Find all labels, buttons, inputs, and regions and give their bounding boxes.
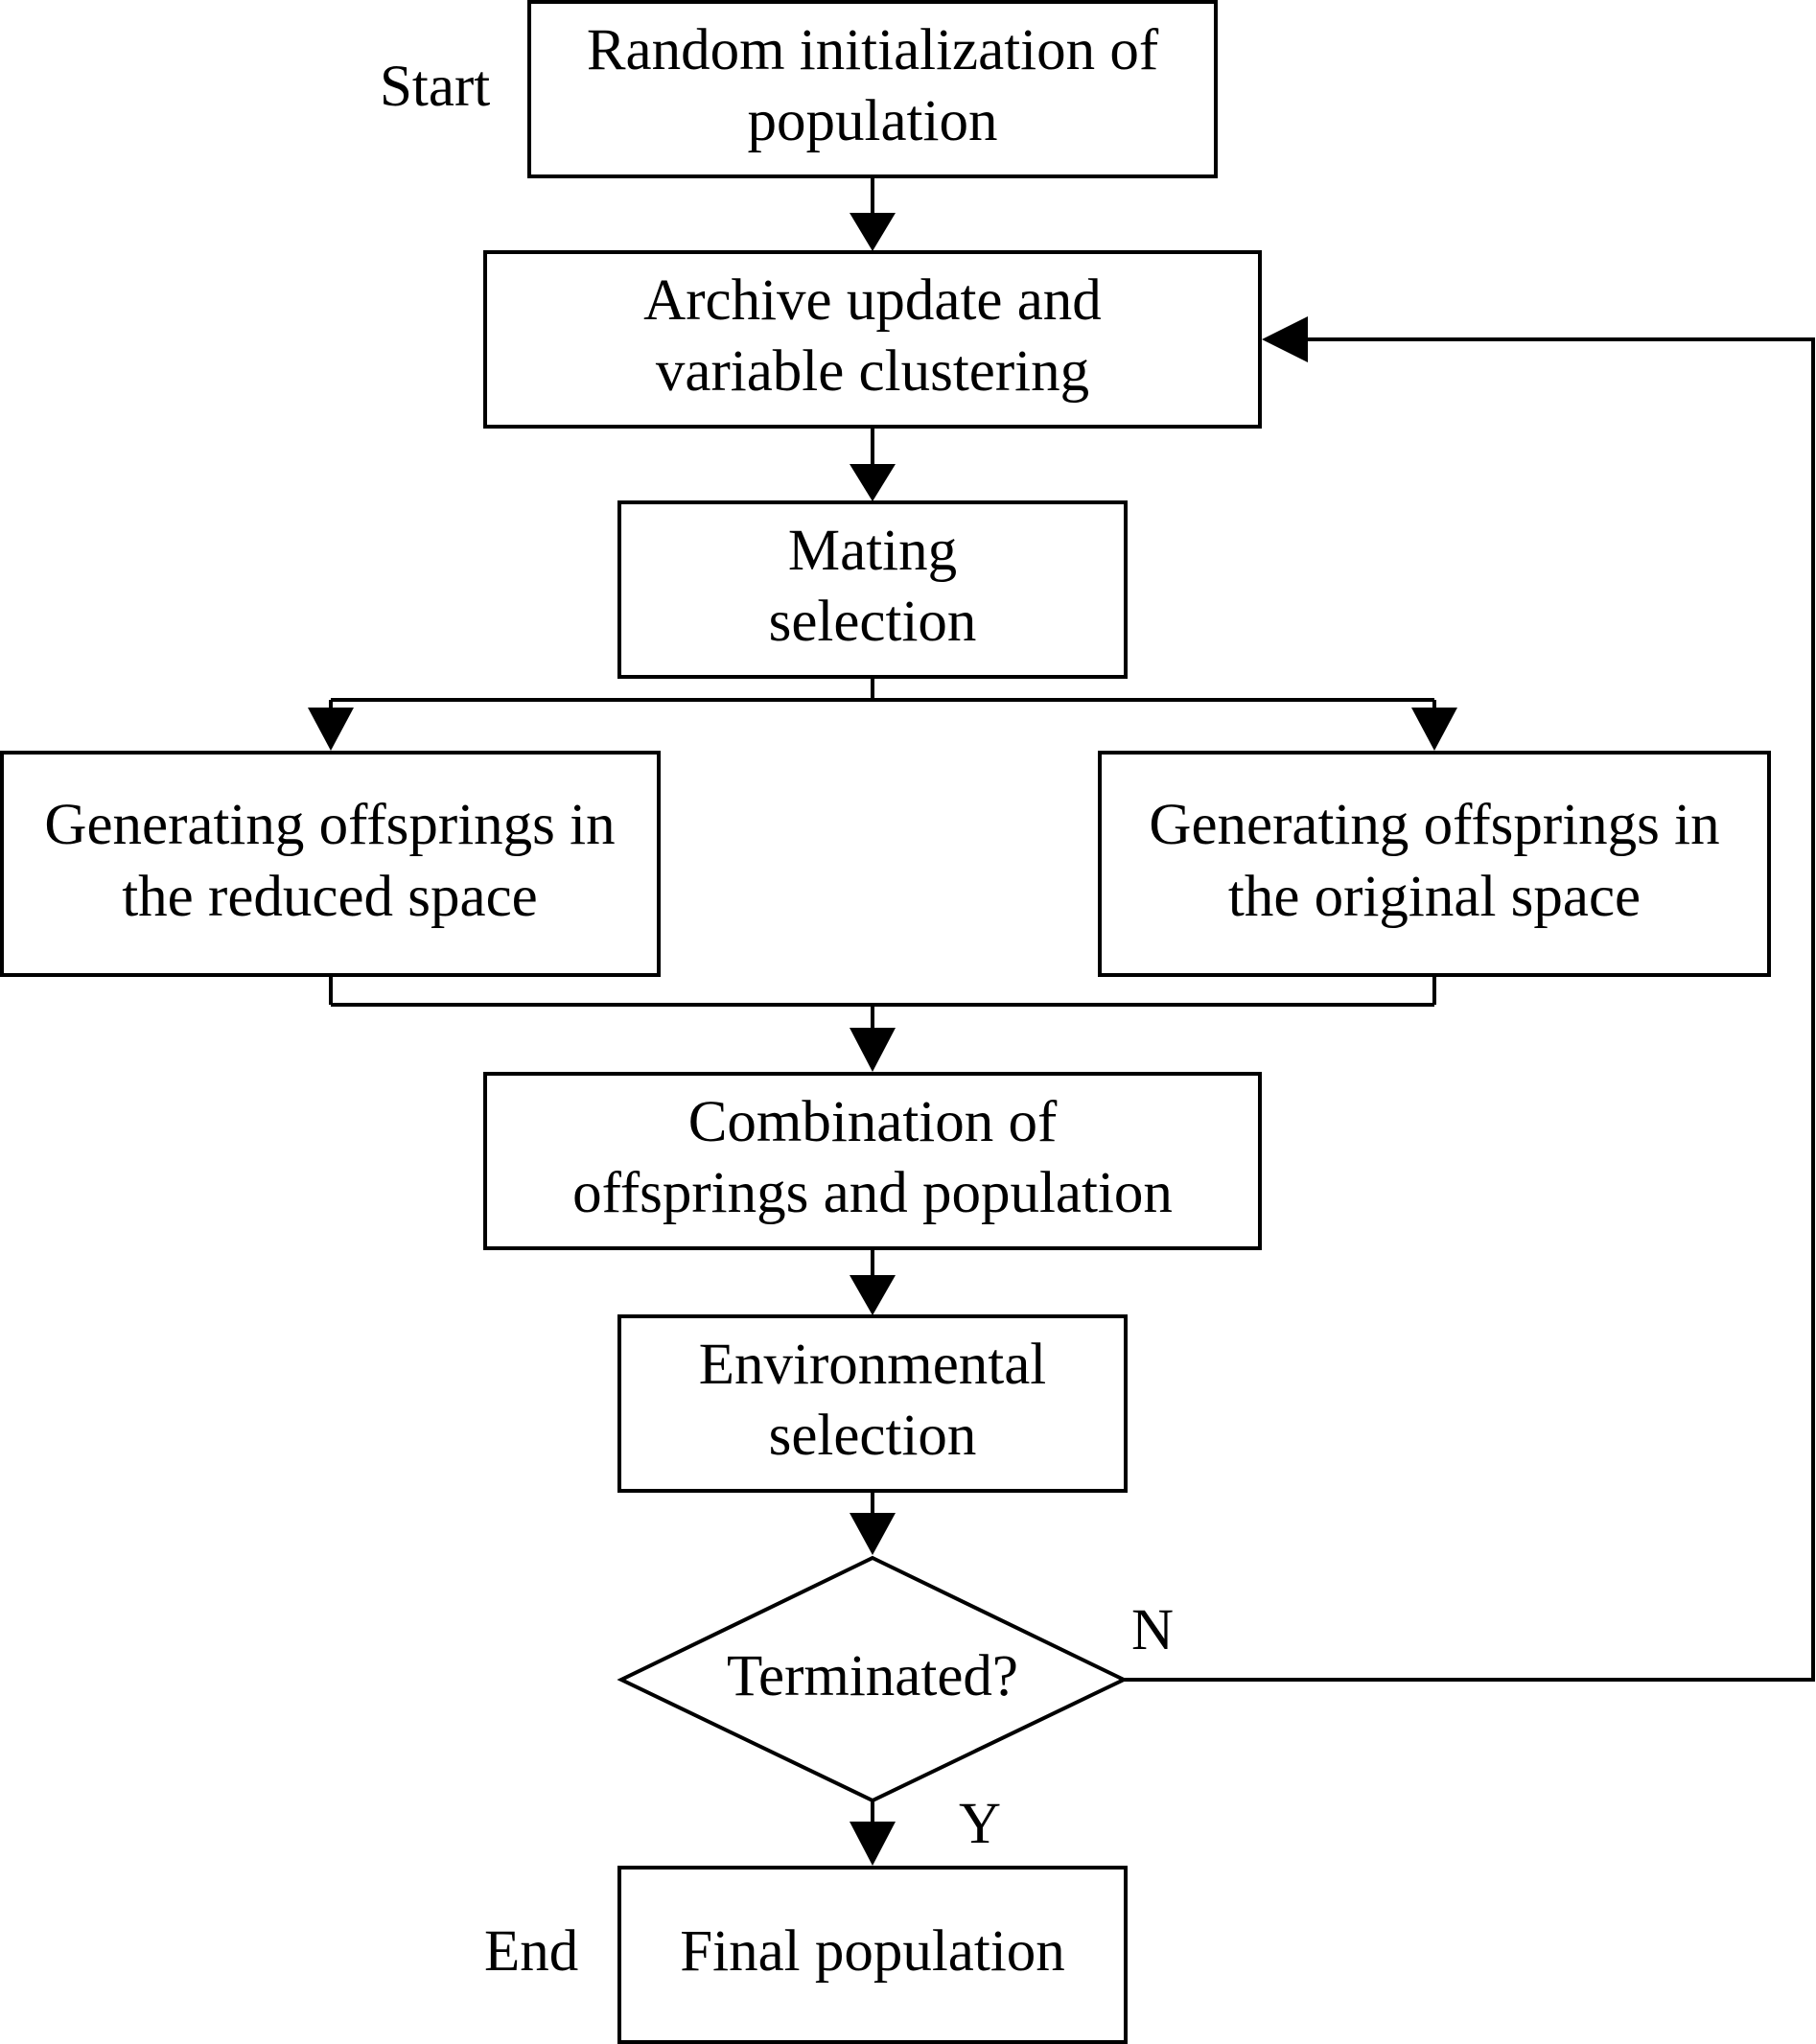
final-population-label: Final population [680,1919,1065,1984]
combination-node-line-1: Combination of [688,1090,1058,1154]
archive-node-line-2: variable clustering [656,339,1089,404]
arrow-init-to-archive [850,176,896,251]
original-space-node: Generating offsprings in the original sp… [1098,751,1771,977]
original-space-node-line-1: Generating offsprings in [1149,793,1719,857]
init-node-line-2: population [748,89,998,153]
environmental-node-line-2: selection [769,1404,977,1468]
reduced-space-node-line-2: the reduced space [122,865,538,929]
final-population-node: Final population [617,1866,1128,2044]
start-label: Start [380,55,490,119]
reduced-space-node-line-1: Generating offsprings in [44,793,615,857]
split-connector [308,677,1457,751]
init-node-line-1: Random initialization of [587,18,1159,82]
environmental-node: Environmental selection [617,1314,1128,1493]
no-branch-loop: N [1124,316,1815,1682]
reduced-space-node: Generating offsprings in the reduced spa… [0,751,661,977]
combination-node: Combination of offsprings and population [483,1072,1262,1250]
yes-branch: Y [850,1792,1001,1866]
original-space-node-line-2: the original space [1228,865,1641,929]
mating-node-line-1: Mating [788,519,957,583]
mating-node: Mating selection [617,500,1128,679]
yes-branch-label: Y [959,1792,1001,1856]
archive-node-line-1: Archive update and [643,268,1102,333]
terminated-decision: Terminated? [617,1555,1129,1803]
no-branch-label: N [1131,1598,1174,1662]
end-label: End [484,1919,578,1984]
merge-connector [329,975,1436,1072]
init-node: Random initialization of population [527,0,1218,178]
decision-label: Terminated? [727,1644,1018,1708]
archive-node: Archive update and variable clustering [483,250,1262,429]
mating-node-line-2: selection [769,590,977,654]
combination-node-line-2: offsprings and population [572,1161,1173,1225]
environmental-node-line-1: Environmental [699,1333,1047,1397]
arrow-archive-to-mating [850,427,896,501]
arrow-combination-to-environmental [850,1248,896,1315]
arrow-environmental-to-decision [850,1491,896,1555]
